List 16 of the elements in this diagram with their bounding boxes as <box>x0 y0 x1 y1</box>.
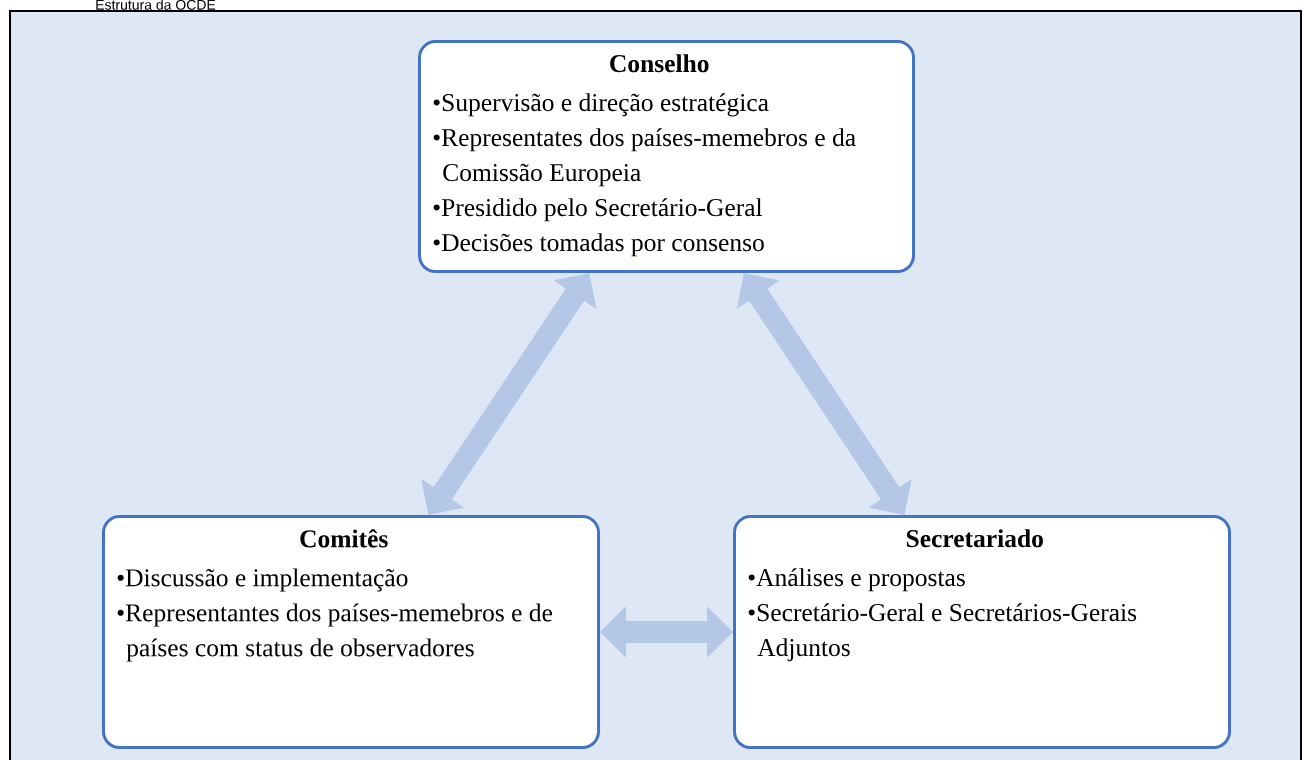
bullet-item: •Supervisão e direção estratégica <box>433 93 769 117</box>
bullet-item: •Decisões tomadas por consenso <box>433 233 764 257</box>
heading: Conselho <box>610 54 709 73</box>
bullet-item: •Discussão e implementação <box>117 568 408 592</box>
bullet-item: •Representantes dos países-memebros e de países com status de observadores <box>117 603 552 662</box>
bullet-item: •Representates dos países-memebros e da Comissão Europeia <box>433 128 856 187</box>
bullet-item: •Secretário-Geral e Secretários-Gerais Adjuntos <box>748 603 1137 662</box>
title: Estrutura da OCDE <box>96 0 216 10</box>
panel-box <box>102 515 600 749</box>
heading: Comitês <box>300 529 388 548</box>
bullet-item: •Análises e propostas <box>748 568 965 592</box>
double-arrow <box>736 273 912 515</box>
panel-box <box>418 40 915 273</box>
panel-box <box>733 515 1232 749</box>
bullet-item: •Presidido pelo Secretário-Geral <box>433 198 763 222</box>
heading: Secretariado <box>906 529 1043 548</box>
